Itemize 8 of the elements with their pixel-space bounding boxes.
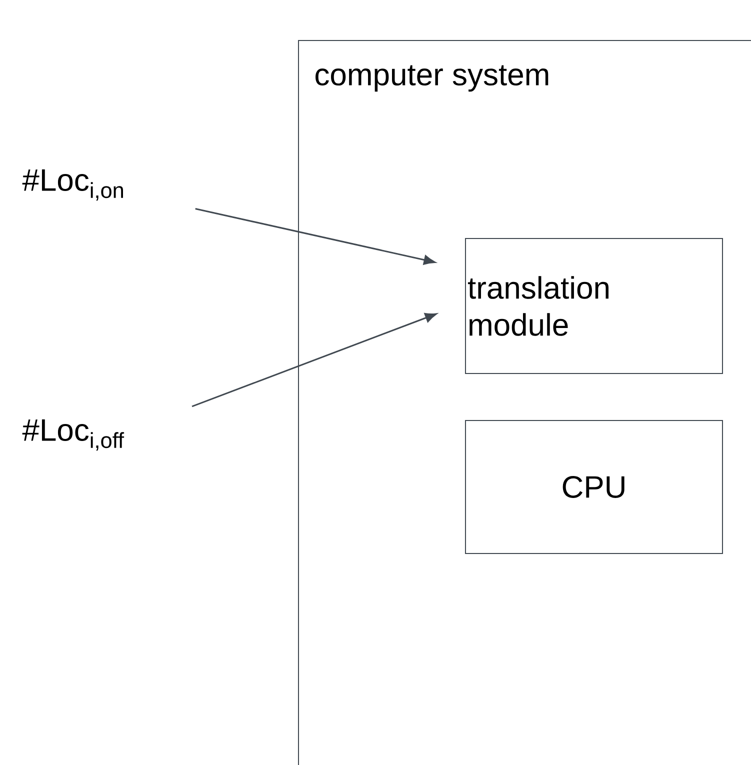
cpu-box: CPU <box>465 420 723 554</box>
system-box <box>298 40 751 765</box>
signal-label: #Loc$_{i,on}$ <box>22 169 123 201</box>
arrow <box>195 208 436 265</box>
box-title: computer system <box>316 65 548 92</box>
module-box: translation module <box>465 238 723 374</box>
signal-label: #Loc$_{i,off}$ <box>22 419 124 451</box>
arrow <box>192 312 437 408</box>
